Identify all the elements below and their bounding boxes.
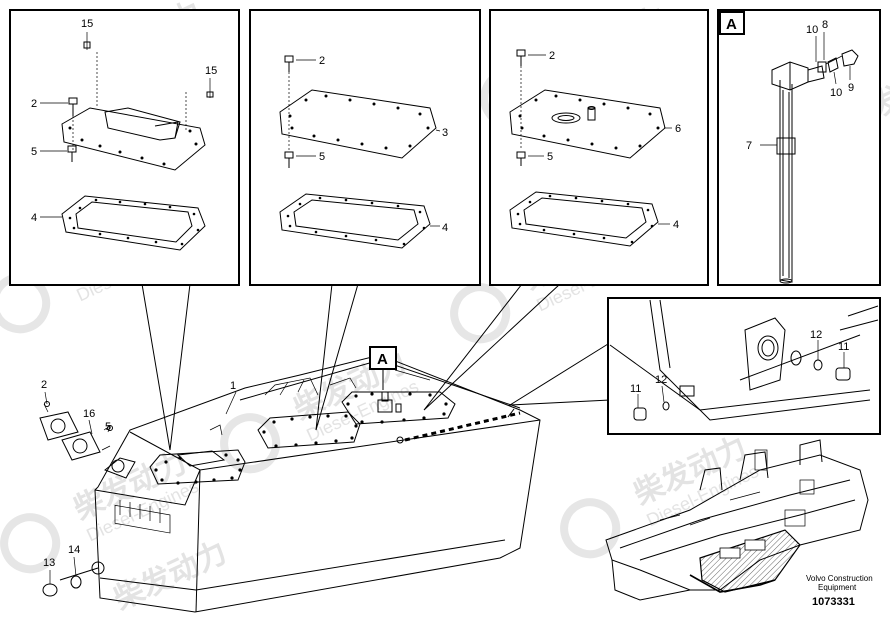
- label-5: 5: [547, 151, 553, 163]
- label-11-right: 11: [838, 341, 849, 353]
- view-a-tag: [719, 11, 745, 35]
- detail-panel-1: 15 15 2 5 4: [9, 9, 240, 286]
- label-2: 2: [549, 50, 555, 62]
- label-3: 3: [442, 127, 448, 139]
- doc-number: 1073331: [812, 596, 855, 608]
- fuel-tank-main: A: [39, 346, 541, 613]
- brand-line-2: Equipment: [818, 583, 857, 592]
- view-a-label: A: [377, 351, 388, 368]
- label-9: 9: [848, 82, 854, 94]
- detail-panel-drain: 12 11 11 12: [607, 297, 881, 435]
- cover-plate-right: [341, 391, 456, 425]
- label-12-right: 12: [810, 329, 822, 341]
- machine-frame-thumbnail: [605, 439, 869, 601]
- label-10-bottom: 10: [830, 87, 842, 99]
- label-4: 4: [31, 212, 37, 224]
- label-16: 16: [83, 408, 95, 420]
- label-12-left: 12: [655, 374, 667, 386]
- detail-panel-3: 2 6 5 4: [489, 9, 709, 286]
- label-2: 2: [319, 55, 325, 67]
- label-15-top: 15: [81, 18, 93, 30]
- label-13: 13: [43, 557, 55, 569]
- filler-flange: [39, 401, 113, 461]
- detail-panel-view-a: A 10 8 10 9 7: [717, 9, 881, 286]
- label-2: 2: [31, 98, 37, 110]
- main-labels: 1 2 16 5 13 14: [41, 379, 236, 569]
- label-5: 5: [105, 421, 111, 433]
- detail-panel-2: 2 3 5 4: [249, 9, 481, 286]
- watermark-cn: 柴发动力: [109, 536, 232, 617]
- footer: Volvo Construction Equipment 1073331: [806, 574, 873, 608]
- label-6: 6: [675, 123, 681, 135]
- label-14: 14: [68, 544, 80, 556]
- label-5: 5: [31, 146, 37, 158]
- label-11-left: 11: [630, 383, 641, 395]
- label-10-top: 10: [806, 24, 818, 36]
- label-15-right: 15: [205, 65, 217, 77]
- label-5: 5: [319, 151, 325, 163]
- brand-line-1: Volvo Construction: [806, 574, 873, 583]
- label-2: 2: [41, 379, 47, 391]
- label-4: 4: [442, 222, 448, 234]
- label-4: 4: [673, 219, 679, 231]
- label-8: 8: [822, 19, 828, 31]
- view-a-label: A: [726, 16, 737, 33]
- label-1: 1: [230, 380, 236, 392]
- label-7: 7: [746, 140, 752, 152]
- cover-plate-left: [149, 449, 246, 485]
